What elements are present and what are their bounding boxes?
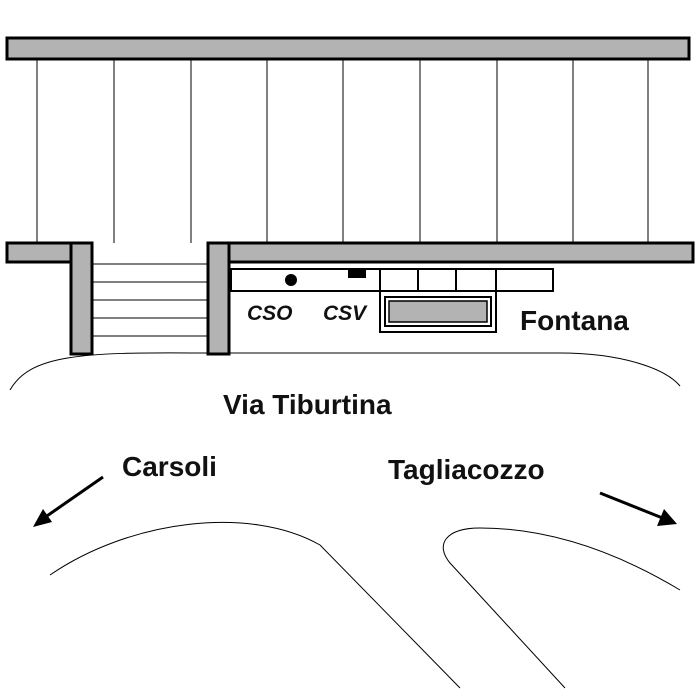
canopy-pillars [36,59,649,243]
csv-marker-icon [348,270,366,278]
carsoli-label: Carsoli [122,451,217,482]
equipment-bar [230,268,554,292]
fountain-label: Fontana [520,305,629,336]
tagliacozzo-label: Tagliacozzo [388,454,545,485]
cso-marker-icon [285,274,297,286]
staircase [69,241,231,356]
csv-label: CSV [323,302,368,325]
arrow-right-icon [599,491,677,526]
stair-wall-left [69,241,94,356]
arrow-left-icon [33,475,104,527]
road-edge-right-branch [442,527,681,689]
canopy-roof [5,36,691,61]
road-edge-top [9,352,681,391]
equipment-bar-dividers [379,269,497,291]
platform-left [5,241,73,264]
cso-label: CSO [247,302,293,325]
street-label: Via Tiburtina [223,389,392,420]
road-edge-left-branch [49,521,461,689]
road-edges [9,352,681,689]
platform-right [227,241,695,264]
stair-wall-right [206,241,231,356]
fountain-icon [379,290,497,333]
